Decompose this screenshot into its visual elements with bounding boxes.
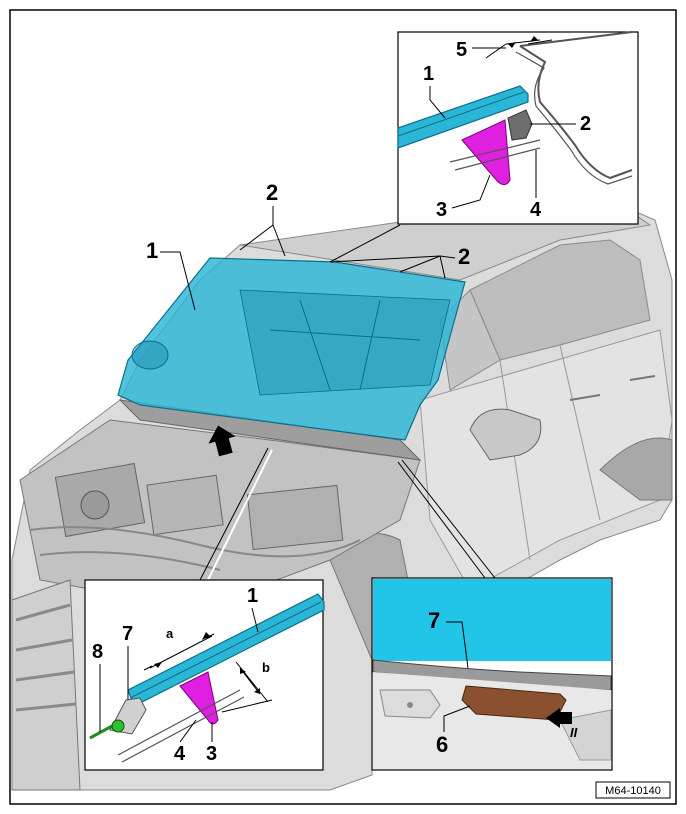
- windshield: [117, 257, 466, 441]
- door-handle-front: [569, 394, 601, 401]
- inset-top-flange: [449, 139, 541, 171]
- leader-2a: [239, 206, 286, 257]
- inset-top-body-inner: [515, 51, 633, 185]
- label-edge-top-right: 2: [458, 244, 470, 269]
- leader-br-6: [443, 705, 471, 732]
- inset-top-adhesive: [461, 119, 511, 186]
- inset-br-panel: [559, 709, 612, 761]
- front-bumper: [11, 579, 81, 791]
- inset-top-label-5: 5: [456, 39, 467, 61]
- inset-top-detail: 5 1 2 3 4: [397, 31, 639, 225]
- inset-bottom-left-detail: a b 1 7 8 4 3: [84, 579, 325, 771]
- inset-top-glass-edge: [397, 91, 525, 137]
- hose-2: [39, 551, 221, 571]
- mirror-through-glass: [131, 340, 169, 370]
- inset-top-seal: [507, 109, 533, 141]
- inset-br-view-arrow: [546, 708, 572, 728]
- inset-bl-adhesive: [179, 671, 219, 725]
- inset-bl-dim-b-label: b: [262, 660, 270, 675]
- callout-line-right-a: [397, 461, 486, 579]
- leader-1: [160, 251, 196, 311]
- inset-bl-label-1: 1: [247, 585, 258, 607]
- inset-top-label-1: 1: [423, 63, 434, 85]
- oil-cap: [80, 490, 110, 520]
- leader-2b: [329, 255, 456, 279]
- inset-bl-label-3: 3: [206, 743, 217, 765]
- hose-1: [29, 526, 361, 558]
- inset-bl-dim-b-arrows: [240, 668, 260, 694]
- inset-br-glass: [373, 579, 611, 661]
- inset-bl-label-7: 7: [122, 623, 133, 645]
- inset-bl-glass-edge: [129, 601, 322, 699]
- inset-top-label-2: 2: [580, 113, 591, 135]
- inset-top-label-4: 4: [530, 199, 542, 221]
- leader-br-7: [446, 621, 469, 669]
- inset-bl-dim-a-arrows: [154, 632, 210, 668]
- leader-top-1: [429, 86, 446, 119]
- install-direction-arrow: [208, 425, 243, 459]
- inset-br-bolt: [407, 702, 413, 708]
- inset-bottom-right-detail: II 7 6: [371, 577, 613, 771]
- rear-wheel: [599, 437, 673, 501]
- leader-top-3: [451, 174, 491, 209]
- battery-box: [246, 484, 344, 551]
- car-side-panel: [419, 329, 673, 591]
- windshield-interior: [239, 289, 451, 396]
- front-grille: [15, 603, 77, 712]
- inset-bl-clip-head: [111, 719, 125, 733]
- engine-cover: [146, 474, 224, 536]
- door-seam-2: [559, 344, 601, 521]
- door-seam-1: [499, 359, 531, 561]
- inset-br-label-7: 7: [428, 608, 440, 633]
- side-window-rear: [469, 239, 651, 361]
- label-windshield: 1: [146, 238, 158, 263]
- inset-bl-label-4: 4: [174, 743, 186, 765]
- inset-bl-flange: [117, 689, 245, 763]
- leader-bl-1: [251, 607, 259, 633]
- callout-line-left-b: [207, 449, 273, 581]
- callout-line-right-b: [401, 459, 496, 579]
- inset-bl-clip: [89, 724, 113, 740]
- door-handle-rear: [629, 375, 656, 381]
- interior-frame: [269, 299, 421, 391]
- side-mirror: [469, 408, 542, 461]
- inset-bl-dim-a-label: a: [166, 626, 174, 641]
- callout-line-top: [329, 224, 401, 263]
- inset-top-dim-arrows: [508, 36, 538, 48]
- inset-br-label-6: 6: [436, 732, 448, 757]
- reference-code: M64-10140: [605, 785, 661, 797]
- label-edge-top-left: 2: [266, 180, 278, 205]
- leader-bl-4: [179, 719, 197, 743]
- reference-box: [595, 781, 671, 799]
- inset-bl-label-8: 8: [92, 641, 103, 663]
- callout-line-left-a: [199, 447, 269, 581]
- inset-top-label-3: 3: [436, 199, 447, 221]
- inset-br-view-marker: II: [570, 725, 578, 740]
